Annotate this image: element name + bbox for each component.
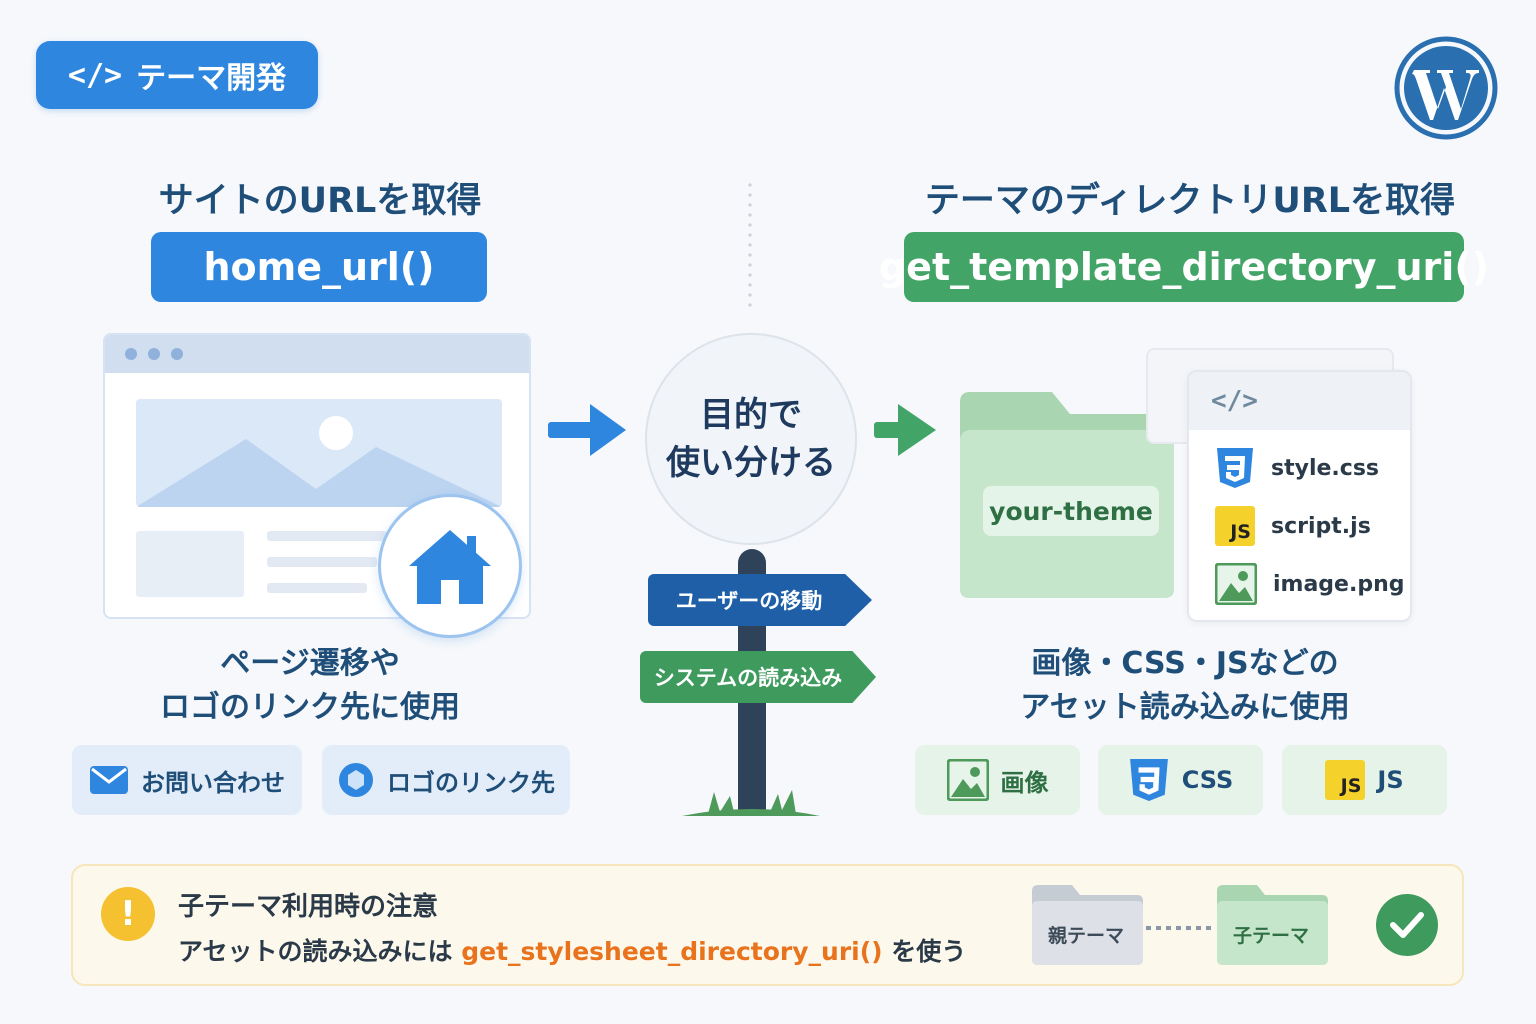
left-heading: サイトのURLを取得: [158, 181, 482, 221]
warning-icon: !: [101, 887, 155, 941]
hero-image-placeholder: [136, 399, 502, 507]
image-icon: [1215, 563, 1257, 605]
sign-user-navigation: ユーザーの移動: [648, 574, 872, 626]
css3-icon: [1129, 759, 1168, 801]
right-caption-line: 画像・CSS・JSなどの: [1031, 646, 1339, 681]
chip-label: CSS: [1181, 766, 1234, 794]
js-icon: JS: [1325, 760, 1366, 800]
home-url-function: home_url(): [151, 232, 487, 302]
theme-file-panel: </> style.css JS script.js image.png: [1187, 370, 1412, 622]
folder-icon: [1032, 885, 1143, 965]
browser-illustration: [103, 333, 531, 619]
sign-system-loading: システムの読み込み: [640, 651, 876, 703]
chip-logo-link: ロゴのリンク先: [322, 745, 570, 815]
left-caption-line: ページ遷移や: [220, 646, 400, 681]
browser-toolbar: [105, 335, 529, 373]
window-dot: [171, 348, 183, 360]
dashed-connector: [1146, 926, 1214, 930]
image-icon: [946, 759, 989, 801]
template-directory-function: get_template_directory_uri(): [879, 232, 1489, 302]
arrow-right-icon: [548, 404, 626, 456]
check-icon: [1376, 894, 1438, 956]
text-line: [267, 557, 377, 567]
parent-theme-label: 親テーマ: [1048, 925, 1125, 947]
window-dot: [125, 348, 137, 360]
folder-icon: [1217, 885, 1328, 965]
chip-css: CSS: [1098, 745, 1263, 815]
file-name: script.js: [1271, 513, 1371, 539]
chip-image: 画像: [915, 745, 1080, 815]
badge-label: テーマ開発: [136, 61, 287, 96]
right-caption-line: アセット読み込みに使用: [1020, 690, 1350, 725]
right-caption: 画像・CSS・JSなどの アセット読み込みに使用: [960, 642, 1410, 730]
purpose-circle: 目的で 使い分ける: [645, 333, 857, 545]
center-divider: [748, 180, 752, 310]
chip-label: ロゴのリンク先: [387, 768, 555, 797]
child-theme-folder: 子テーマ: [1217, 885, 1328, 965]
child-theme-label: 子テーマ: [1233, 925, 1310, 947]
chip-label: JS: [1377, 766, 1404, 794]
section-badge: </> テーマ開発: [36, 41, 318, 109]
purpose-line: 目的で: [700, 395, 802, 435]
left-caption-line: ロゴのリンク先に使用: [160, 690, 460, 725]
file-row-script-js: JS script.js: [1215, 504, 1371, 548]
chip-contact: お問い合わせ: [72, 745, 302, 815]
arrow-right-icon: [874, 404, 936, 456]
code-icon: </>: [67, 57, 123, 93]
grass-icon: [682, 790, 820, 816]
code-icon: </>: [1189, 372, 1410, 430]
logo-icon: [339, 763, 373, 797]
mail-icon: [90, 766, 128, 794]
css3-icon: [1217, 448, 1253, 488]
theme-folder-label: your-theme: [983, 486, 1159, 536]
landscape-icon: [136, 416, 502, 507]
notice-title: 子テーマ利用時の注意: [178, 892, 439, 922]
file-row-style-css: style.css: [1215, 446, 1379, 490]
parent-theme-folder: 親テーマ: [1032, 885, 1143, 965]
stylesheet-directory-function: get_stylesheet_directory_uri(): [461, 937, 883, 966]
chip-label: 画像: [1000, 768, 1049, 797]
file-row-image-png: image.png: [1215, 562, 1405, 606]
notice-text: アセットの読み込みには: [178, 937, 462, 966]
left-caption: ページ遷移や ロゴのリンク先に使用: [110, 642, 510, 730]
js-icon: JS: [1215, 506, 1255, 546]
file-name: style.css: [1271, 455, 1380, 481]
wordpress-logo-icon: [1394, 36, 1498, 140]
chip-label: お問い合わせ: [141, 768, 285, 797]
home-icon: [378, 494, 522, 638]
window-dot: [148, 348, 160, 360]
content-block: [136, 531, 244, 597]
file-name: image.png: [1273, 571, 1405, 597]
right-heading: テーマのディレクトリURLを取得: [924, 181, 1456, 221]
notice-body: アセットの読み込みには get_stylesheet_directory_uri…: [178, 932, 966, 968]
text-line: [267, 531, 387, 541]
text-line: [267, 583, 367, 593]
chip-js: JS JS: [1282, 745, 1447, 815]
purpose-line: 使い分ける: [666, 443, 836, 483]
notice-text: を使う: [882, 937, 967, 966]
